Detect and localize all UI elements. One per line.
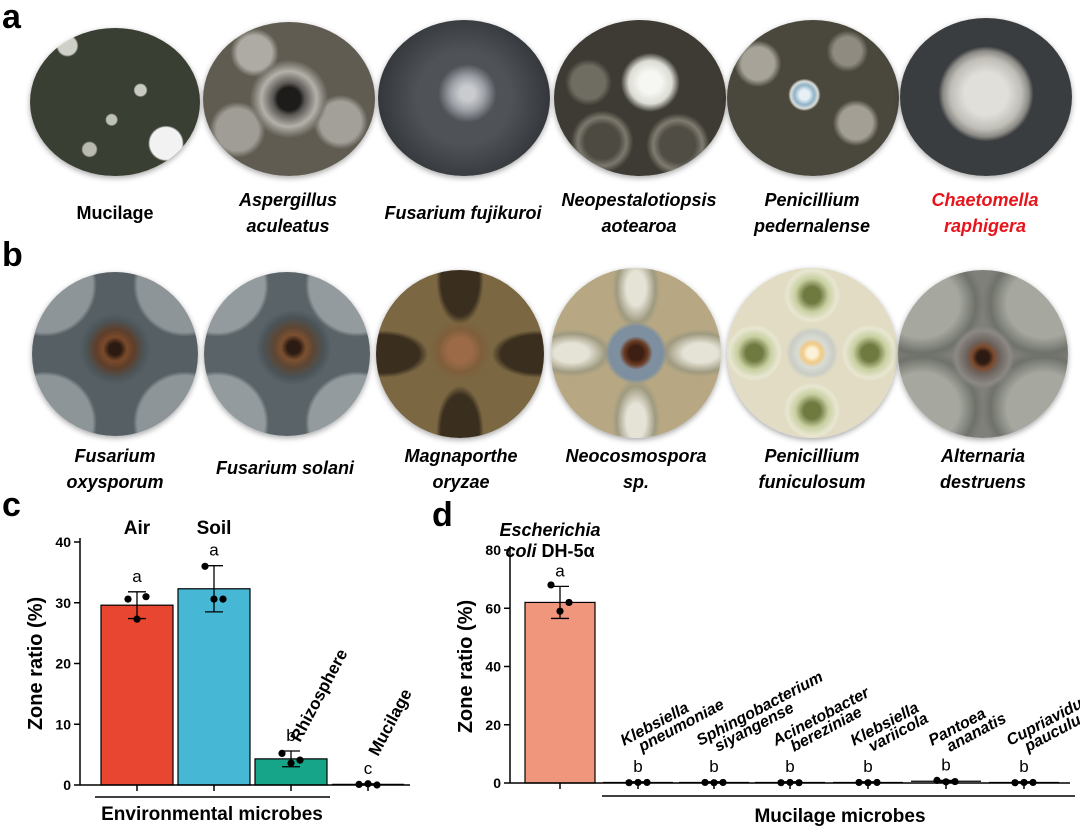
significance-letter-3: b [785,757,794,776]
caption-b-3: Magnaporthe oryzae [376,443,546,495]
point-2-1 [287,759,295,767]
y-tick-label-3: 60 [485,600,501,616]
significance-letter-1: b [633,757,642,776]
caption-a-4-line-2: aotearoa [601,216,677,236]
point-1-1 [210,595,218,603]
point-2-0 [278,749,286,758]
caption-a-6-line-1: Chaetomella [931,190,1039,210]
caption-a-2: Aspergillus aculeatus [203,187,373,239]
y-tick-label-1: 10 [55,716,71,732]
caption-b-5-line-2: funiculosum [758,472,866,492]
caption-a-2-line-1: Aspergillus [238,190,338,210]
caption-b-6-line-2: destruens [939,472,1027,492]
caption-b-1: Fusarium oxysporum [30,443,200,495]
petri-dish-aspergillus-aculeatus [203,22,375,176]
bar-0 [100,604,174,786]
petri-dish-penicillium-funiculosum [727,268,897,438]
caption-a-6: Chaetomella raphigera [900,187,1070,239]
group-label: Mucilage microbes [754,806,925,827]
category-label-0-line-1: Escherichia [499,520,600,540]
panel-a-label: a [2,0,21,36]
caption-b-4: Neocosmospora sp. [551,443,721,495]
caption-b-5-line-1: Penicillium [764,446,860,466]
caption-b-6: Alternaria destruens [898,443,1068,495]
significance-letter-1: a [209,541,219,560]
y-tick-label-2: 20 [55,656,71,672]
category-label-1: Soil [197,518,232,539]
petri-dish-alternaria-destruens [898,270,1068,438]
petri-dish-penicillium-pedernalense [727,20,899,176]
caption-b-2: Fusarium solani [200,455,370,481]
point-0-0 [547,581,555,589]
bar-1 [177,588,251,786]
caption-b-4-line-2: sp. [622,472,649,492]
petri-dish-neocosmospora-sp [551,268,721,438]
petri-dish-chaetomella-raphigera [900,18,1072,176]
point-1-0 [201,562,209,570]
caption-b-1-line-2: oxysporum [66,472,164,492]
caption-a-5-line-1: Penicillium [764,190,860,210]
caption-b-3-line-2: oryzae [432,472,490,492]
petri-dish-mucilage [30,28,200,176]
significance-letter-0: a [132,567,142,586]
petri-dish-magnaporthe-oryzae [376,270,544,438]
significance-letter-4: b [863,757,872,776]
point-0-2 [565,598,573,607]
point-2-2 [296,756,304,764]
caption-a-4-line-1: Neopestalotiopsis [561,190,717,210]
category-label-0: Air [124,518,151,539]
y-tick-label-4: 80 [485,542,501,558]
point-0-0 [124,595,132,603]
caption-b-5: Penicillium funiculosum [727,443,897,495]
caption-b-2-line-1: Fusarium solani [215,458,355,478]
point-1-2 [219,595,227,603]
caption-a-3: Fusarium fujikuroi [378,200,548,226]
significance-letter-3: c [364,759,373,778]
significance-letter-0: a [555,561,565,580]
petri-dish-neopestalotiopsis-aotearoa [554,20,726,176]
caption-a-5-line-2: pedernalense [753,216,871,236]
caption-b-6-line-1: Alternaria [940,446,1026,466]
y-tick-label-0: 0 [63,777,71,793]
point-0-2 [142,593,150,601]
y-tick-label-4: 40 [55,534,71,550]
category-label-3: Mucilage [365,686,416,759]
significance-letter-2: b [709,757,718,776]
y-tick-label-3: 30 [55,595,71,611]
caption-b-3-line-1: Magnaporthe [404,446,518,466]
bar-0 [524,601,596,784]
caption-a-2-line-2: aculeatus [246,216,330,236]
significance-letter-5: b [941,755,950,774]
caption-a-1: Mucilage [30,200,200,226]
caption-b-1-line-1: Fusarium [74,446,156,466]
caption-b-4-line-1: Neocosmospora [565,446,707,466]
panel-b-label: b [2,236,23,274]
significance-letter-2: b [286,726,295,745]
y-tick-label-0: 0 [493,775,501,791]
caption-a-1-line-1: Mucilage [76,203,154,223]
category-label-2: Rhizosphere [287,646,352,745]
category-label-0-line-2: coli DH-5α [505,541,594,561]
panel-c-label: c [2,486,21,524]
point-5-0 [933,776,941,784]
y-axis-title: Zone ratio (%) [25,597,47,730]
petri-dish-fusarium-oxysporum [32,272,198,436]
petri-dish-fusarium-solani [204,272,370,436]
y-tick-label-1: 20 [485,717,501,733]
panel-d-label: d [432,496,453,534]
caption-a-4: Neopestalotiopsis aotearoa [554,187,724,239]
caption-a-3-line-1: Fusarium fujikuroi [384,203,542,223]
significance-letter-6: b [1019,757,1028,776]
y-tick-label-2: 40 [485,659,501,675]
point-5-2 [951,777,959,786]
group-label: Environmental microbes [101,804,323,825]
caption-a-5: Penicillium pedernalense [727,187,897,239]
point-0-1 [556,607,564,615]
y-axis-title: Zone ratio (%) [455,600,477,733]
petri-dish-fusarium-fujikuroi [378,20,550,176]
caption-a-6-line-2: raphigera [943,216,1027,236]
point-0-1 [133,615,141,623]
